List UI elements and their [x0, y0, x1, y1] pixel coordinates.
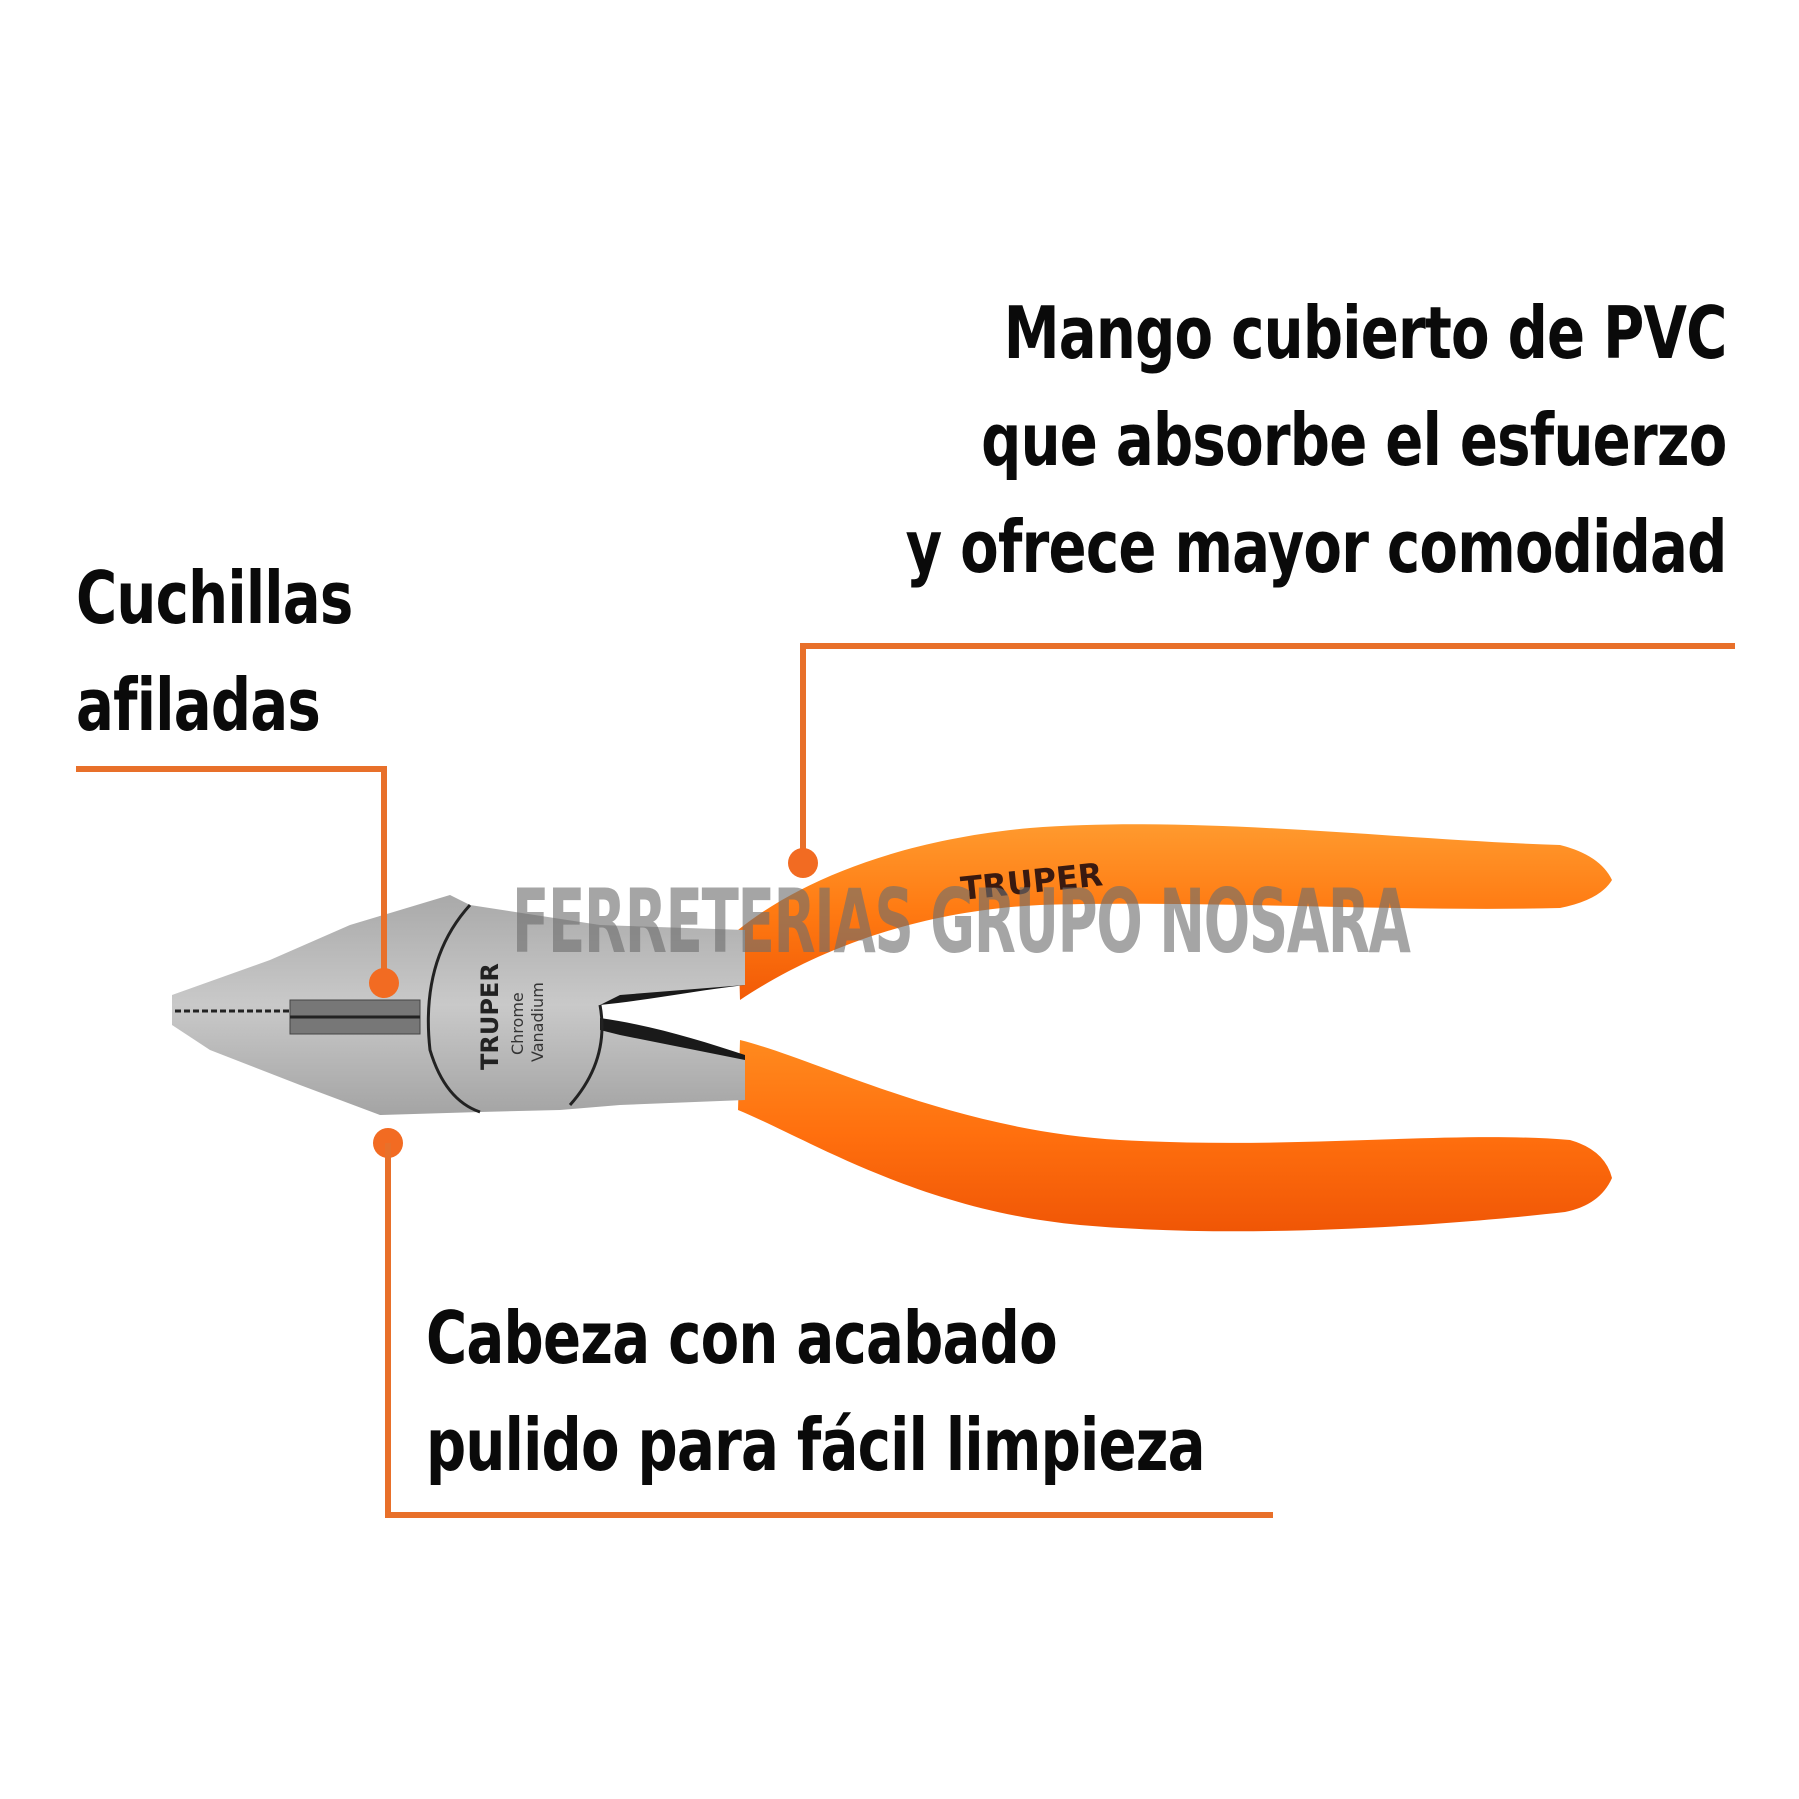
- blades-leader-horizontal: [76, 766, 387, 772]
- handle-callout-line-3: y ofrece mayor comodidad: [905, 505, 1728, 589]
- head-brand-text: TRUPER: [476, 963, 504, 1070]
- blades-callout-line-2: afiladas: [76, 663, 321, 747]
- handle-callout-line-1: Mango cubierto de PVC: [1004, 291, 1728, 375]
- blades-callout-line-1: Cuchillas: [76, 556, 353, 640]
- head-callout-line-1: Cabeza con acabado: [426, 1296, 1058, 1380]
- handle-leader-vertical: [800, 643, 806, 861]
- handle-callout-text: Mango cubierto de PVC que absorbe el esf…: [905, 280, 1728, 601]
- handle-callout-line-2: que absorbe el esfuerzo: [981, 398, 1728, 482]
- head-material-line-1: Chrome: [508, 992, 527, 1055]
- lower-handle: [738, 1040, 1612, 1232]
- blades-callout-text: Cuchillas afiladas: [76, 545, 353, 759]
- head-material-line-2: Vanadium: [528, 982, 547, 1062]
- handle-leader-horizontal: [800, 643, 1735, 649]
- watermark: FERRETERIAS GRUPO NOSARA: [512, 870, 1411, 973]
- blades-leader-vertical: [381, 766, 387, 976]
- handle-leader-dot: [788, 848, 818, 878]
- pliers-head: TRUPER Chrome Vanadium: [172, 895, 745, 1115]
- upper-handle: [738, 824, 1612, 1000]
- head-leader-vertical: [385, 1143, 391, 1518]
- blades-leader-dot: [369, 968, 399, 998]
- head-leader-horizontal: [385, 1512, 1273, 1518]
- head-callout-text: Cabeza con acabado pulido para fácil lim…: [426, 1285, 1206, 1499]
- head-callout-line-2: pulido para fácil limpieza: [426, 1403, 1206, 1487]
